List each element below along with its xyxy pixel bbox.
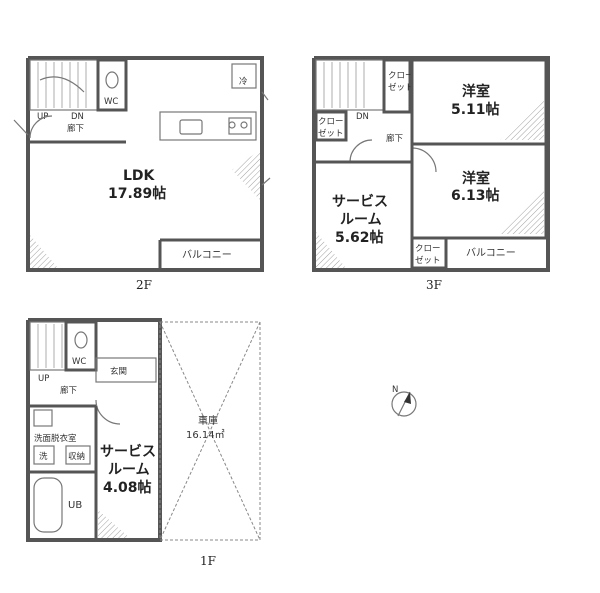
3f-closet-bottom (410, 236, 448, 270)
1f-door-swing (95, 399, 121, 425)
3f-closet-left (314, 110, 348, 142)
2f-up-label: UP (37, 112, 48, 122)
1f-garage-area: 16.14㎡ (186, 429, 225, 441)
3f-service-area: 5.62帖 (335, 229, 384, 246)
floor-3f: クロー ゼット 洋室 5.11帖 クロー ゼット DN 廊下 洋室 6.13帖 … (312, 56, 550, 292)
1f-service-name1: サービス (100, 444, 156, 460)
floor-2f: WC UP DN 廊下 冷 LDK 17.89帖 バルコニー 2F (13, 56, 271, 292)
1f-garage-name: 車庫 (198, 414, 218, 427)
1f-stair-treads (37, 324, 63, 368)
3f-stairs (315, 59, 385, 111)
3f-balcony-label: バルコニー (466, 247, 516, 259)
floor-1f: WC UP 廊下 玄関 洗面脱衣室 洗 収納 UB サービス ルーム 4.08帖… (26, 318, 261, 568)
2f-stove-burner-icon (228, 121, 236, 129)
3f-service-name1: サービス (332, 194, 388, 210)
3f-room1-area: 5.11帖 (451, 101, 500, 118)
3f-closet-top (382, 58, 412, 114)
1f-wash-label: 洗 (39, 451, 48, 462)
2f-window-hatch (30, 235, 58, 268)
1f-washer-box (33, 445, 55, 465)
3f-outer-wall (312, 56, 550, 272)
compass: N (391, 385, 417, 417)
1f-toilet-icon (74, 331, 88, 349)
3f-closet-a: クロー (388, 71, 414, 81)
3f-room2 (410, 142, 548, 240)
1f-storage-box (65, 445, 91, 465)
1f-service-area: 4.08帖 (103, 479, 152, 496)
compass-circle (391, 391, 417, 417)
2f-stair-treads (37, 62, 87, 108)
1f-stairs (29, 321, 67, 371)
1f-service-hatch (98, 510, 130, 538)
1f-bathtub-icon (33, 477, 63, 533)
3f-room1-name: 洋室 (462, 83, 490, 100)
3f-closet-e: クロー (415, 244, 441, 254)
1f-wc-label: WC (72, 357, 86, 367)
1f-outer-wall (26, 318, 162, 542)
3f-room2-name: 洋室 (462, 170, 490, 187)
1f-entrance-label: 玄関 (110, 366, 127, 377)
1f-wc-room (64, 320, 98, 372)
2f-wc-room (96, 58, 128, 112)
1f-hall-label: 廊下 (60, 385, 78, 396)
3f-room2-area: 6.13帖 (451, 187, 500, 204)
3f-closet-d: ゼット (318, 128, 344, 139)
3f-floor-label: 3F (426, 278, 442, 292)
3f-closet-c: クロー (318, 117, 344, 127)
3f-dn-label: DN (356, 112, 369, 122)
1f-floor-label: 1F (200, 554, 216, 568)
2f-kitchen-counter (159, 111, 257, 141)
1f-storage-label: 収納 (68, 451, 85, 462)
2f-outer-wall (26, 56, 264, 272)
3f-closet-b: ゼット (388, 82, 414, 93)
3f-door-swing (411, 147, 437, 173)
3f-door-swing (349, 139, 373, 163)
2f-stairs (29, 59, 99, 111)
3f-hall-label: 廊下 (386, 133, 404, 144)
3f-room1-hatch (500, 100, 544, 140)
2f-balcony-label: バルコニー (182, 249, 232, 261)
2f-window-mark (261, 177, 271, 186)
2f-door-swing (29, 115, 53, 139)
3f-service-name2: ルーム (340, 212, 382, 228)
1f-up-label: UP (38, 374, 49, 384)
1f-bath-label: UB (68, 500, 82, 511)
1f-wash-room-label: 洗面脱衣室 (34, 433, 77, 444)
2f-fridge-box (231, 63, 257, 89)
2f-wc-label: WC (104, 97, 118, 107)
2f-window-mark (13, 119, 29, 136)
2f-toilet-icon (105, 71, 119, 89)
compass-arrow-icon (404, 392, 411, 404)
2f-stove-icon (228, 117, 252, 135)
2f-dn-label: DN (71, 112, 84, 122)
1f-service-name2: ルーム (108, 462, 150, 478)
2f-stair-arrow (39, 76, 85, 93)
3f-stair-treads (323, 62, 365, 108)
2f-stove-burner-icon (240, 121, 248, 129)
2f-floor-label: 2F (136, 278, 152, 292)
2f-sink-icon (179, 119, 203, 135)
1f-entrance (95, 357, 157, 383)
3f-service-hatch (316, 232, 346, 268)
2f-window-mark (261, 91, 269, 101)
compass-label: N (392, 385, 398, 395)
2f-hall-label: 廊下 (67, 123, 85, 134)
2f-fridge-label: 冷 (239, 76, 248, 87)
1f-garage (159, 321, 261, 541)
2f-window-hatch (232, 150, 260, 200)
2f-ldk-name: LDK (123, 168, 156, 184)
1f-sink-icon (33, 409, 53, 427)
3f-room2-hatch (500, 190, 544, 234)
2f-ldk-area: 17.89帖 (108, 185, 166, 202)
3f-closet-f: ゼット (415, 255, 441, 266)
